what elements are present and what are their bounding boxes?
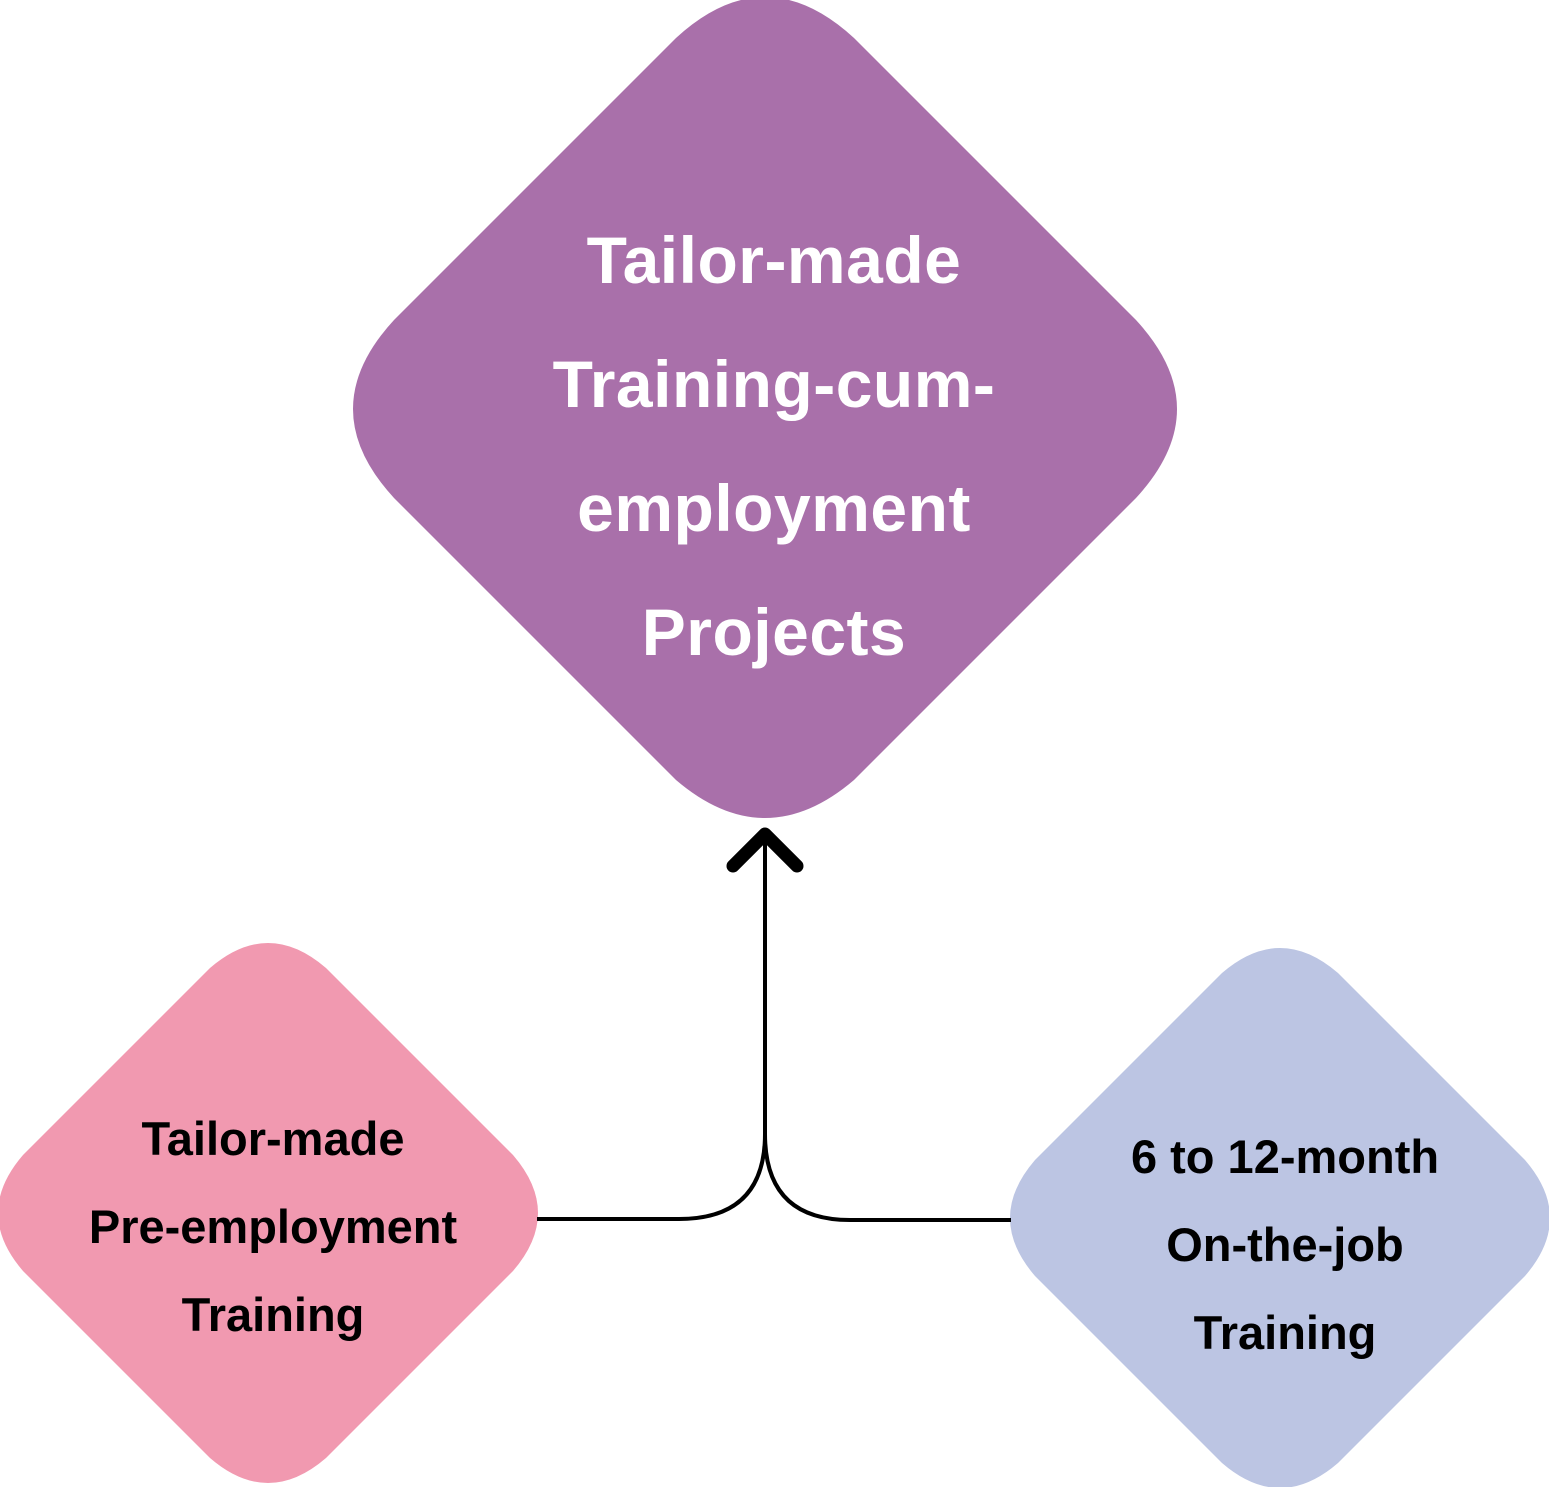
connector-left — [537, 1133, 767, 1221]
connector-right — [763, 1133, 1011, 1222]
left-diamond-shape — [0, 943, 538, 1483]
top-node-line-1: Tailor-made — [586, 223, 962, 297]
top-node-line-2: Training-cum- — [552, 347, 996, 421]
top-node-line-4: Projects — [641, 595, 907, 669]
right-node-line-2: On-the-job — [1166, 1218, 1404, 1271]
right-node-line-1: 6 to 12-month — [1130, 1130, 1440, 1183]
arrowhead — [726, 827, 804, 873]
top-diamond-shape — [353, 0, 1177, 818]
left-node-label: Tailor-made Pre-employment Training — [33, 1092, 513, 1362]
right-node-label: 6 to 12-month On-the-job Training — [1045, 1110, 1525, 1380]
right-node-line-3: Training — [1193, 1306, 1377, 1359]
top-node-label: Tailor-made Training-cum- employment Pro… — [474, 196, 1074, 696]
left-node-line-2: Pre-employment — [88, 1200, 458, 1253]
left-node-line-3: Training — [181, 1288, 365, 1341]
top-node-line-3: employment — [577, 471, 971, 545]
left-node-line-1: Tailor-made — [141, 1112, 405, 1165]
right-diamond-shape — [1010, 948, 1549, 1487]
